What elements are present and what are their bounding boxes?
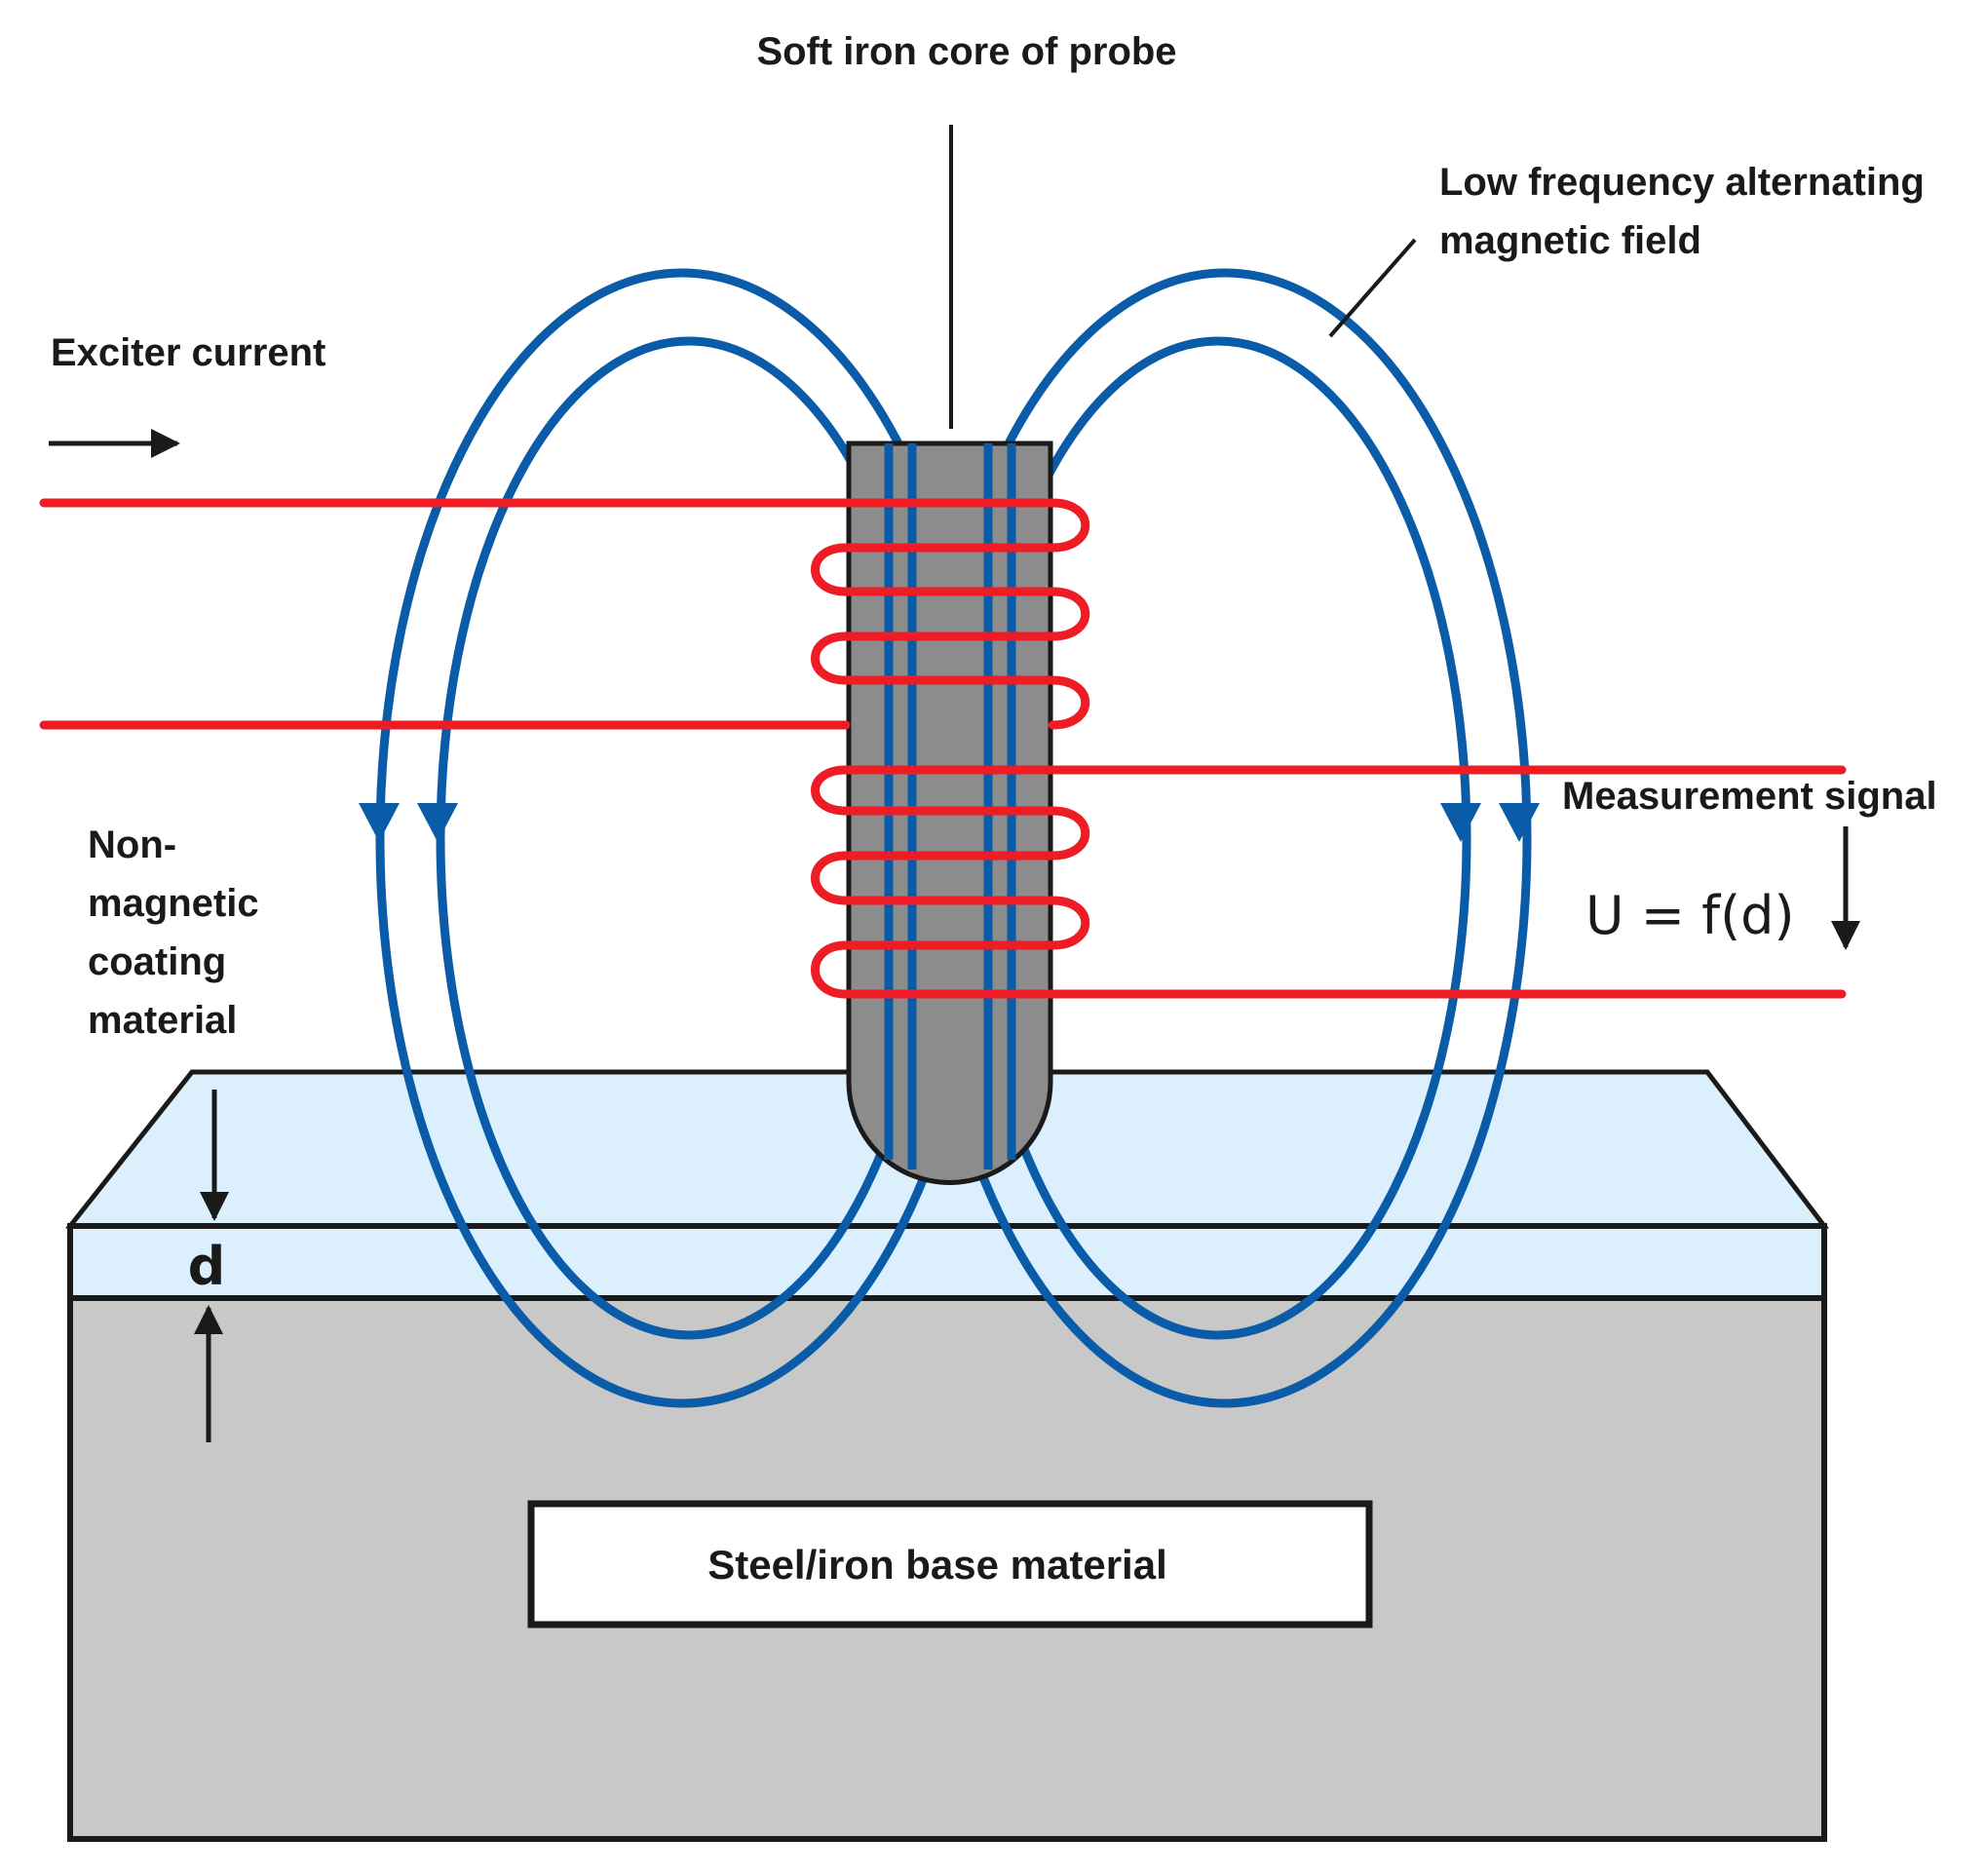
field-label-line2: magnetic field bbox=[1439, 219, 1701, 262]
field-arrow-2 bbox=[417, 803, 458, 842]
field-label-line1: Low frequency alternating bbox=[1439, 161, 1925, 204]
formula-label: U = f(d) bbox=[1585, 885, 1795, 946]
field-direction-arrows bbox=[359, 803, 1540, 842]
coating-label-line4: material bbox=[88, 999, 237, 1042]
thickness-label: d bbox=[188, 1236, 226, 1297]
coating-label-line3: coating bbox=[88, 940, 226, 983]
coating-label-line2: magnetic bbox=[88, 882, 259, 925]
coil-wire bbox=[39, 498, 1847, 999]
field-arrow-1 bbox=[359, 803, 400, 842]
measurement-label: Measurement signal bbox=[1562, 775, 1937, 818]
field-arrow-4 bbox=[1499, 803, 1540, 842]
base-material-label-box: Steel/iron base material bbox=[527, 1500, 1373, 1628]
field-leader-line bbox=[1328, 238, 1417, 338]
core-label: Soft iron core of probe bbox=[756, 30, 1176, 73]
base-material-label: Steel/iron base material bbox=[707, 1542, 1167, 1588]
exciter-label: Exciter current bbox=[51, 331, 325, 374]
field-arrow-3 bbox=[1440, 803, 1481, 842]
coating-label-line1: Non- bbox=[88, 823, 176, 866]
